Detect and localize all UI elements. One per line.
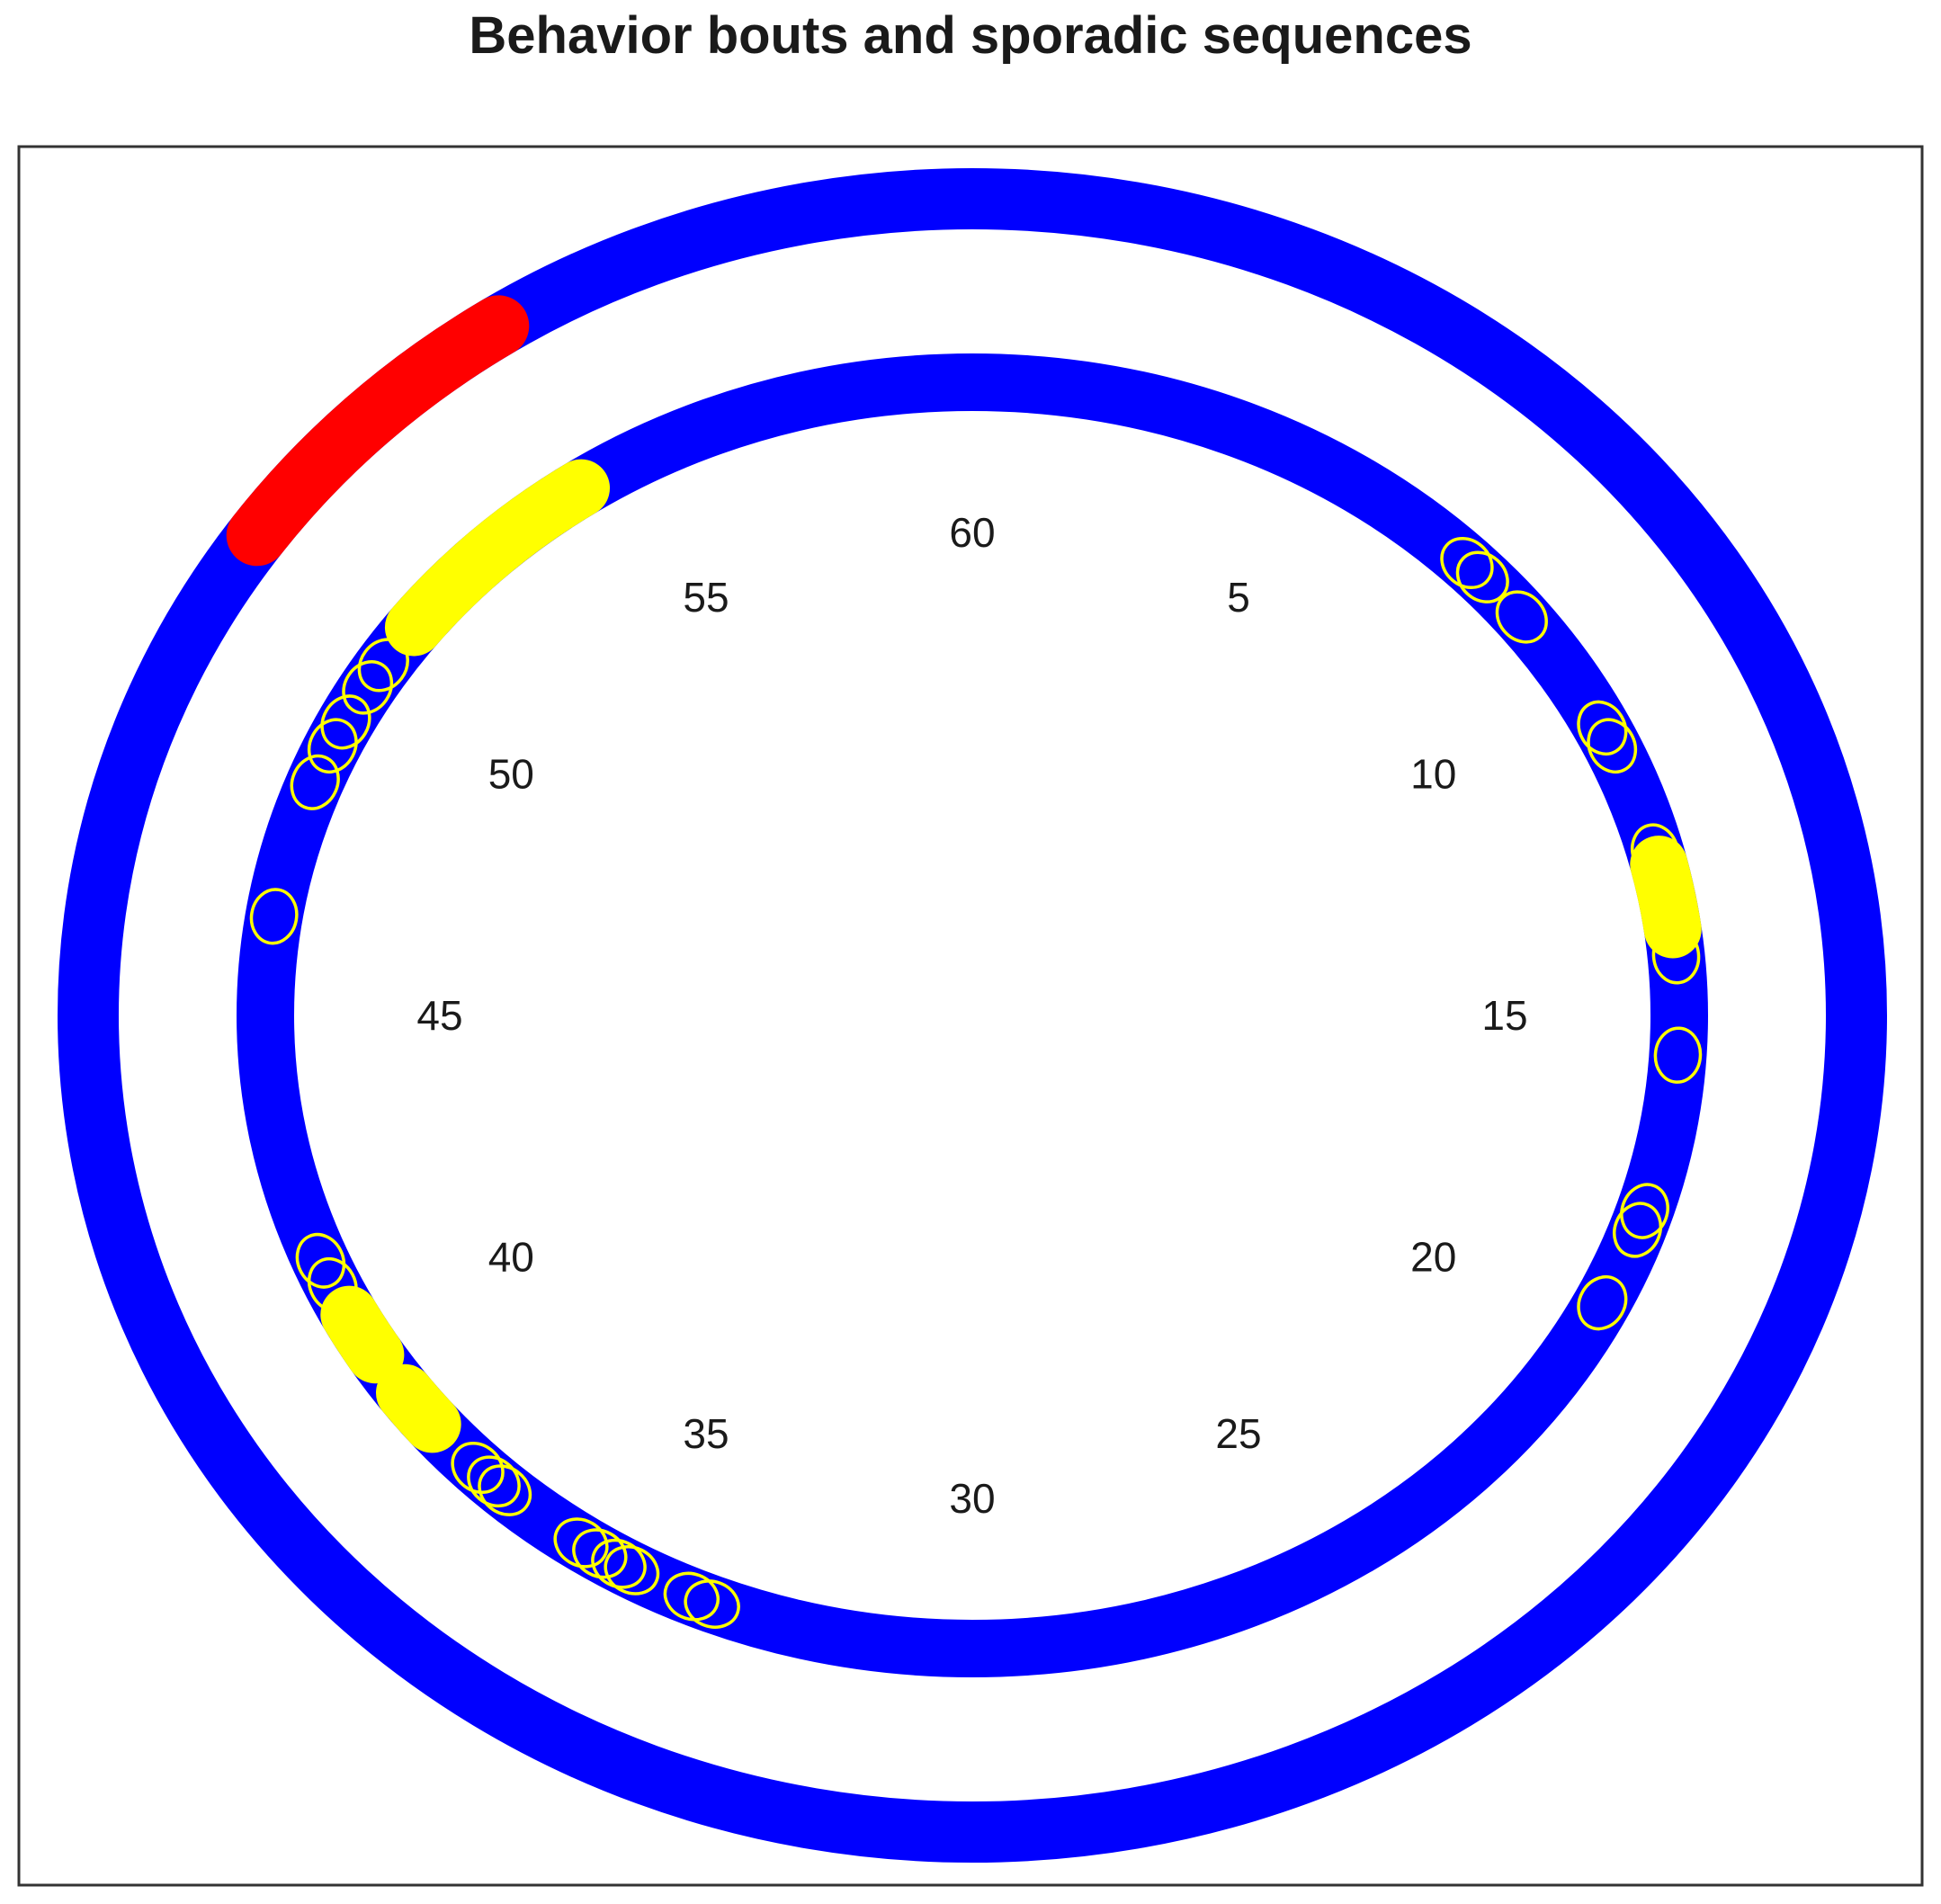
tick-label-10: 10 xyxy=(1410,751,1456,798)
inner-ring-event-1 xyxy=(1455,550,1509,603)
inner-ring-event-24 xyxy=(295,1232,346,1289)
inner-ring-event-0 xyxy=(1440,536,1494,590)
inner-ring-event-11 xyxy=(1620,1183,1669,1239)
tick-label-5: 5 xyxy=(1227,574,1250,621)
inner-ring-event-9 xyxy=(1651,927,1701,985)
inner-ring-event-29 xyxy=(342,660,394,715)
inner-ring-event-14 xyxy=(684,1579,740,1629)
inner-ring-event-8 xyxy=(1647,894,1696,952)
inner-ring-event-23 xyxy=(307,1257,358,1313)
inner-ring-event-4 xyxy=(1587,718,1638,773)
tick-label-60: 60 xyxy=(949,509,995,556)
inner-ring-event-3 xyxy=(1577,700,1628,755)
tick-label-15: 15 xyxy=(1481,992,1527,1039)
inner-ring-bout-2 xyxy=(320,1285,405,1384)
inner-ring-event-7 xyxy=(1642,868,1692,925)
inner-ring-event-16 xyxy=(604,1545,660,1596)
tick-label-25: 25 xyxy=(1215,1410,1261,1457)
outer-ring-bout-0 xyxy=(226,295,530,567)
inner-ring-bout-3 xyxy=(375,1363,461,1453)
outer-ring xyxy=(58,168,1887,1863)
inner-ring-event-17 xyxy=(591,1538,647,1589)
inner-ring-event-19 xyxy=(553,1517,609,1569)
inner-ring-event-12 xyxy=(1613,1202,1663,1258)
chart-title: Behavior bouts and sporadic sequences xyxy=(469,6,1472,65)
inner-ring-event-22 xyxy=(451,1441,505,1495)
inner-ring-event-28 xyxy=(320,694,371,750)
inner-ring-event-27 xyxy=(307,718,358,773)
tick-label-35: 35 xyxy=(683,1410,729,1457)
tick-label-30: 30 xyxy=(949,1475,995,1522)
tick-label-20: 20 xyxy=(1410,1234,1456,1281)
inner-ring-event-5 xyxy=(1631,823,1680,880)
inner-ring-event-13 xyxy=(1577,1275,1628,1331)
tick-labels: 60 5 10 15 20 25 30 35 40 45 50 55 xyxy=(416,509,1527,1522)
inner-ring-event-20 xyxy=(478,1464,532,1516)
inner-ring-event-21 xyxy=(467,1455,521,1508)
tick-label-45: 45 xyxy=(416,992,462,1039)
inner-ring-bout-0 xyxy=(384,459,611,657)
inner-ring-event-30 xyxy=(357,638,409,693)
tick-label-50: 50 xyxy=(488,751,534,798)
tick-label-40: 40 xyxy=(488,1234,534,1281)
inner-ring-event-10 xyxy=(1653,1026,1703,1084)
inner-ring-event-25 xyxy=(249,888,299,945)
inner-ring-event-2 xyxy=(1495,590,1548,644)
inner-ring xyxy=(237,353,1708,1677)
inner-ring-event-18 xyxy=(572,1528,628,1579)
inner-ring-event-15 xyxy=(663,1571,720,1622)
tick-label-55: 55 xyxy=(683,574,729,621)
inner-ring-event-26 xyxy=(290,754,340,810)
rings-layer xyxy=(58,168,1887,1863)
